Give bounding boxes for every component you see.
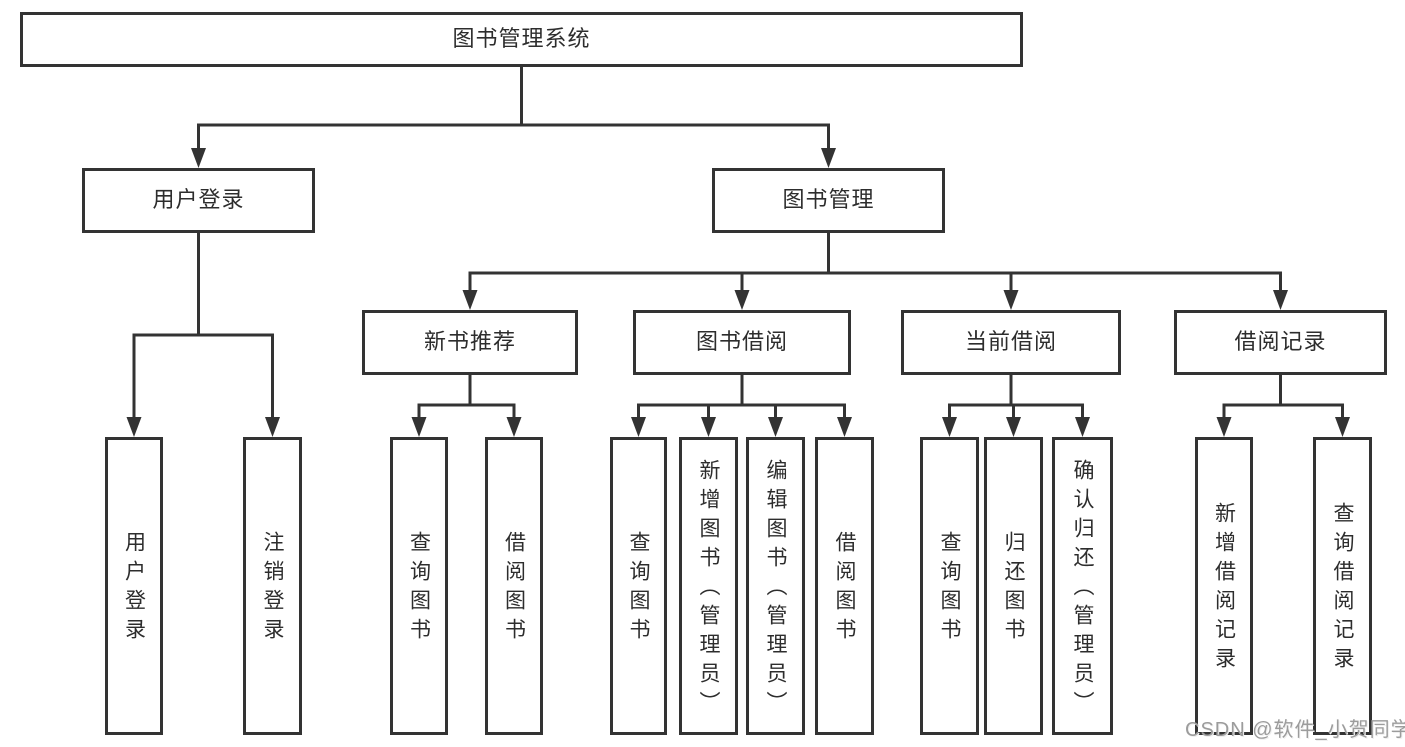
- leaf-borrow-books: 借阅图书: [815, 437, 874, 735]
- edge-current-borrow-to-leaves: [942, 375, 1090, 437]
- edge-book-mgmt-to-level3: [462, 233, 1288, 310]
- leaf-add-borrow-record: 新增借阅记录: [1195, 437, 1253, 735]
- watermark: CSDN @软件_小贺同学: [1185, 719, 1405, 741]
- leaf-query-books-rec: 查询图书: [390, 437, 448, 735]
- leaf-query-books-borrow: 查询图书: [610, 437, 667, 735]
- leaf-query-books-current: 查询图书: [920, 437, 979, 735]
- node-book-mgmt: 图书管理: [712, 168, 945, 233]
- edge-user-login-to-leaves: [126, 233, 280, 437]
- leaf-user-login: 用户登录: [105, 437, 163, 735]
- leaf-return-books: 归还图书: [984, 437, 1043, 735]
- node-borrow-records: 借阅记录: [1174, 310, 1387, 375]
- node-current-borrow: 当前借阅: [901, 310, 1121, 375]
- leaf-add-books-admin: 新增图书（管理员）: [679, 437, 738, 735]
- edge-borrow-records-to-leaves: [1216, 375, 1350, 437]
- node-book-borrow: 图书借阅: [633, 310, 851, 375]
- node-user-login: 用户登录: [82, 168, 315, 233]
- node-root: 图书管理系统: [20, 12, 1023, 67]
- node-new-book-rec: 新书推荐: [362, 310, 578, 375]
- leaf-edit-books-admin: 编辑图书（管理员）: [746, 437, 805, 735]
- edge-new-book-rec-to-leaves: [411, 375, 522, 437]
- leaf-query-borrow-record: 查询借阅记录: [1313, 437, 1372, 735]
- leaf-borrow-books-rec: 借阅图书: [485, 437, 543, 735]
- leaf-confirm-return-admin: 确认归还（管理员）: [1052, 437, 1113, 735]
- edge-root-to-level2: [191, 67, 836, 168]
- edge-book-borrow-to-leaves: [631, 375, 852, 437]
- leaf-logout: 注销登录: [243, 437, 302, 735]
